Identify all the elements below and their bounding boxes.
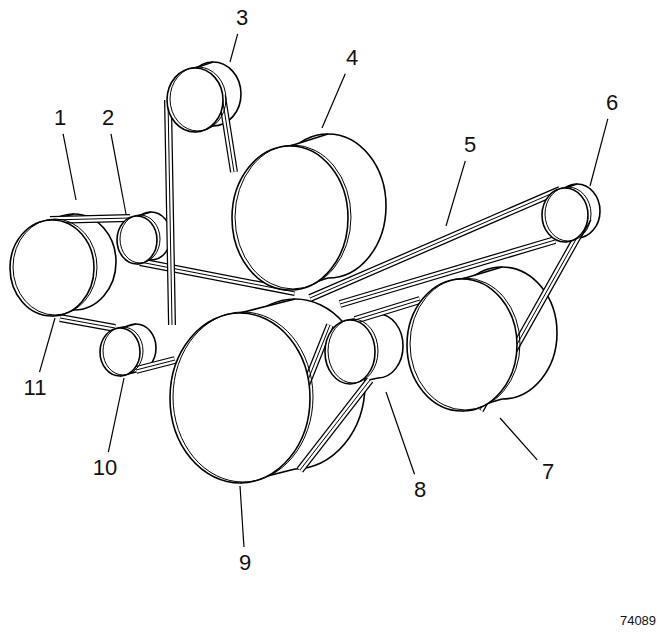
callout-number: 8 (412, 478, 428, 502)
pulleys (32, 62, 600, 483)
leader-line (590, 119, 608, 186)
pulley-face (100, 328, 140, 376)
pulley-groove (173, 312, 313, 482)
pulley-groove (120, 215, 160, 263)
pulley-face (542, 188, 588, 242)
belts (50, 96, 588, 470)
leader-lines (40, 34, 608, 547)
leader-line (500, 418, 537, 460)
callout-number: 1 (52, 106, 68, 130)
leader-line (108, 378, 124, 452)
callout-number: 3 (234, 6, 250, 30)
pulley-groove (103, 327, 143, 375)
leader-line (446, 161, 465, 226)
pulley-edge (290, 134, 328, 146)
pulley-face (232, 146, 348, 290)
pulley-groove (170, 67, 226, 131)
belt (355, 300, 420, 320)
callout-number: 5 (462, 133, 478, 157)
leader-line (386, 392, 415, 474)
pulley-groove (410, 278, 520, 410)
pulley-groove (235, 145, 351, 289)
belt (222, 96, 234, 172)
belt-rib (168, 100, 172, 325)
figure-number: 74089 (618, 613, 658, 628)
belt-rib (355, 300, 420, 320)
pulley-face (167, 68, 223, 132)
pulley-groove (545, 187, 591, 241)
callout-number: 11 (22, 376, 49, 400)
pulley-face (170, 313, 310, 483)
belt-rib (222, 96, 234, 172)
pulley-faces (10, 67, 591, 483)
leader-line (111, 134, 126, 214)
pulley-face (117, 216, 157, 264)
callout-number: 10 (91, 456, 119, 480)
callout-number: 9 (237, 551, 253, 575)
leader-line (322, 74, 345, 128)
pulley-groove (13, 219, 97, 315)
pulley-face (325, 320, 375, 384)
belt-rib (168, 100, 172, 325)
callout-number: 2 (100, 106, 116, 130)
belt (136, 360, 175, 370)
callout-number: 7 (540, 460, 556, 484)
pulley-face (10, 220, 94, 316)
leader-line (40, 318, 55, 372)
pulley-edge (240, 299, 295, 313)
belt-rib (60, 318, 115, 328)
belt-rib (355, 300, 420, 320)
belt-rib (60, 318, 115, 328)
leader-line (240, 486, 244, 547)
leader-line (63, 134, 76, 200)
belt-rib (136, 360, 175, 370)
belt-rib (222, 96, 234, 172)
leader-line (230, 34, 238, 62)
belt (168, 100, 172, 325)
callout-number: 4 (344, 46, 360, 70)
pulley-face (407, 279, 517, 411)
belt (60, 318, 115, 328)
belt-rib (136, 360, 175, 370)
callout-number: 6 (604, 91, 620, 115)
pulley-groove (328, 319, 378, 383)
